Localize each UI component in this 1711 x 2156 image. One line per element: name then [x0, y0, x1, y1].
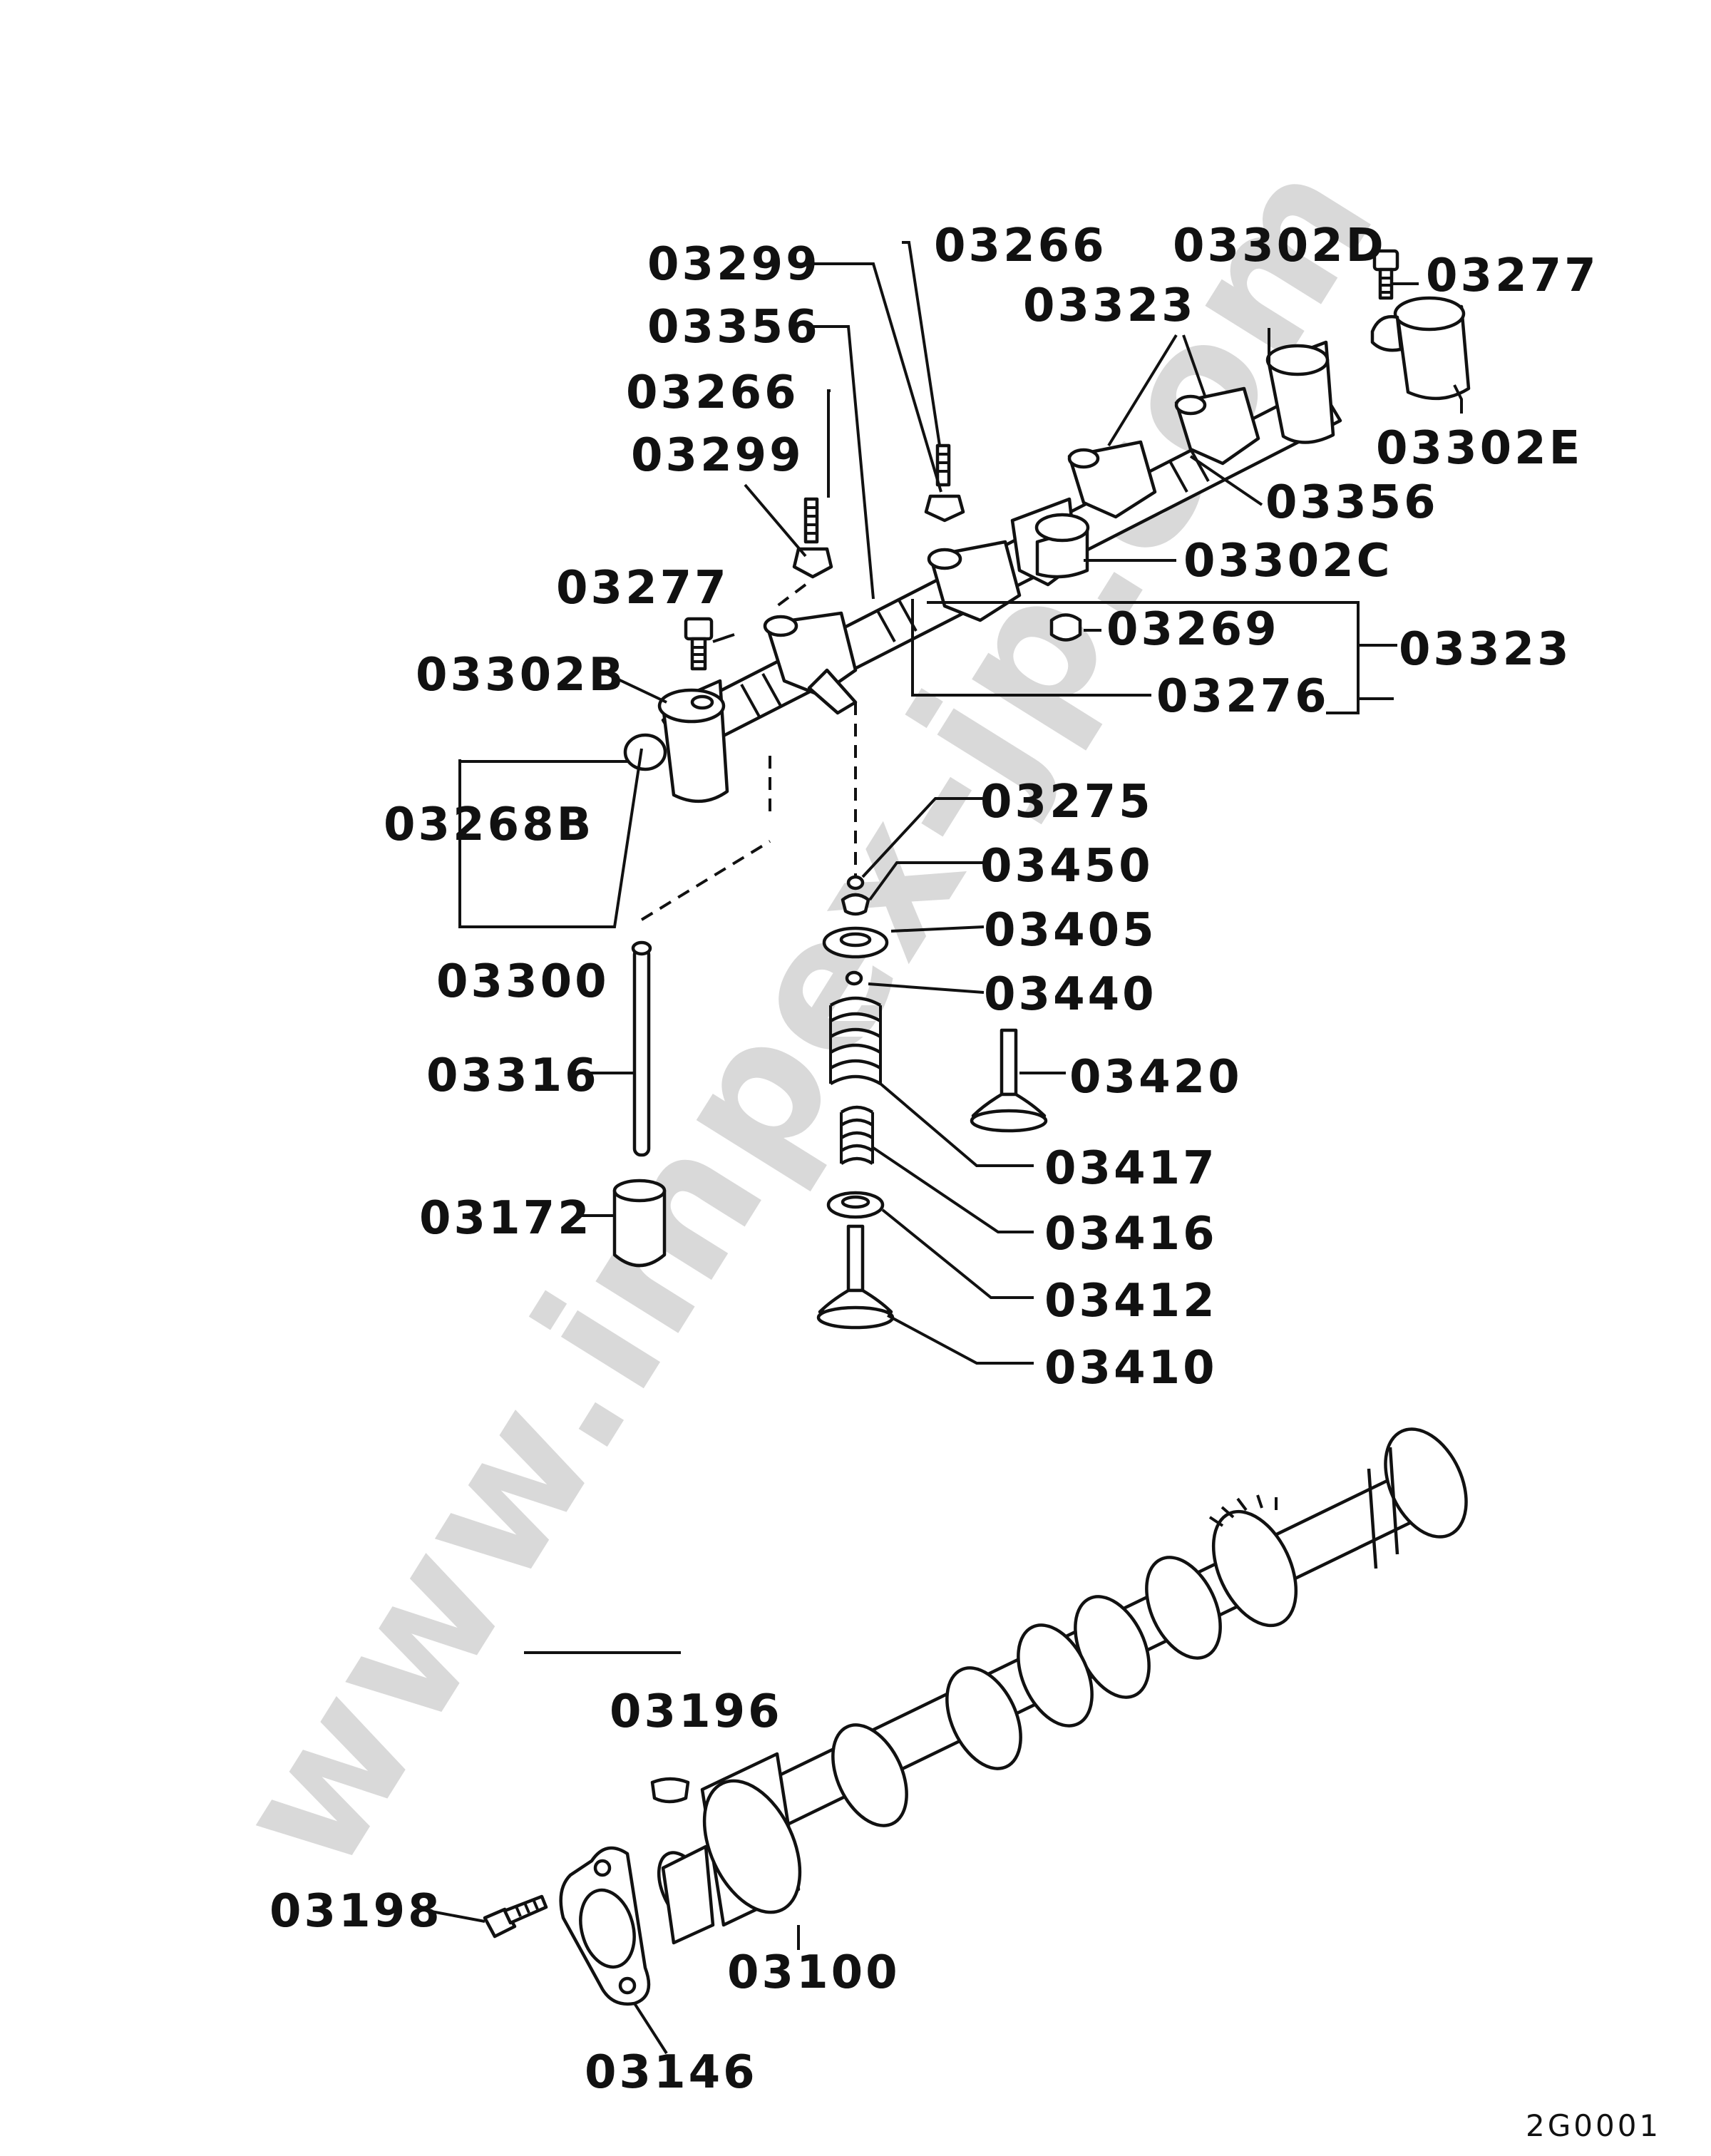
label-03146: 03146: [585, 2046, 758, 2099]
adjusting-screw-03266-left: [792, 497, 833, 579]
adjusting-screw-03266-right: [924, 443, 965, 523]
label-03356-right: 03356: [1265, 476, 1439, 529]
label-03323-top: 03323: [1023, 279, 1196, 332]
outer-spring-03417: [829, 996, 882, 1085]
thrust-plate-03146: [559, 1846, 651, 2006]
label-03302b: 03302B: [416, 649, 626, 702]
label-03300: 03300: [436, 955, 610, 1008]
label-03410: 03410: [1044, 1342, 1218, 1395]
spring-seat-03412: [826, 1191, 885, 1219]
label-03405: 03405: [984, 904, 1157, 957]
part-labels: 03299 03266 03302D 03277 03356 03323 032…: [269, 220, 1599, 2099]
valve-03410: [816, 1224, 895, 1330]
camshaft-03100: [657, 1427, 1468, 1945]
label-03100: 03100: [727, 1946, 900, 1999]
watermark: www.impex-jp.com: [195, 121, 1416, 1904]
label-03302e: 03302E: [1376, 422, 1583, 475]
drive-gear: [1208, 1494, 1298, 1628]
rocker-arm-right-2: [1174, 386, 1260, 466]
label-03450: 03450: [980, 840, 1153, 893]
bolt-03277-top: [1372, 249, 1399, 300]
rocker-shaft-assembly: [623, 249, 1471, 804]
label-03416: 03416: [1044, 1208, 1218, 1261]
label-03417: 03417: [1044, 1142, 1218, 1195]
seal-03440: [845, 970, 863, 986]
tappet-03172: [612, 1179, 667, 1268]
rocker-arm-left: [763, 611, 858, 715]
cam-lobe-5: [1145, 1556, 1222, 1660]
bolt-03198: [483, 1894, 548, 1939]
cotter-03450: [841, 893, 870, 916]
rocker-bracket-03302c: [1010, 497, 1090, 587]
label-03276: 03276: [1156, 670, 1330, 723]
plug-03269: [1049, 613, 1082, 642]
label-03275: 03275: [980, 776, 1153, 828]
label-03440: 03440: [984, 968, 1157, 1021]
label-03277-left: 03277: [556, 562, 729, 615]
label-03269: 03269: [1106, 603, 1280, 656]
push-rod-03316: [631, 940, 652, 1157]
rocker-bracket-03302b: [623, 679, 729, 804]
leader-lines: [427, 241, 1463, 2055]
rocker-bracket-03302d: [1265, 340, 1335, 444]
label-03268b: 03268B: [384, 799, 594, 851]
label-03356-top: 03356: [647, 301, 821, 354]
label-03323-right: 03323: [1399, 623, 1572, 676]
label-03266-top: 03266: [934, 220, 1107, 272]
label-03420: 03420: [1069, 1051, 1243, 1104]
label-03302c: 03302C: [1183, 535, 1393, 587]
cap-03275: [846, 875, 865, 890]
retainer-03405: [822, 926, 889, 959]
label-03277-top: 03277: [1426, 250, 1599, 302]
label-03299-mid: 03299: [631, 429, 804, 482]
inner-spring-03416: [840, 1105, 874, 1165]
label-03412: 03412: [1044, 1275, 1218, 1328]
label-03196: 03196: [610, 1685, 783, 1738]
cam-lobe-2: [1017, 1623, 1094, 1728]
diagram-code: 2G0001: [1526, 2108, 1661, 2143]
cam-lobe-4: [831, 1723, 908, 1827]
rocker-arm-right-1: [1067, 440, 1157, 519]
label-03198: 03198: [269, 1885, 443, 1938]
label-03302d: 03302D: [1173, 220, 1387, 272]
valve-03420: [970, 1028, 1048, 1133]
rocker-arm-mid: [927, 540, 1022, 622]
label-03266-mid: 03266: [626, 366, 799, 419]
cam-lobe-3: [945, 1666, 1022, 1770]
label-03172: 03172: [419, 1192, 592, 1245]
label-03316: 03316: [426, 1049, 600, 1102]
label-03299-top: 03299: [647, 238, 821, 291]
rocker-bracket-03302e: [1370, 296, 1471, 401]
valve-assembly: [816, 875, 1048, 1330]
bolt-03277-left: [684, 617, 714, 671]
key-03196: [650, 1777, 690, 1804]
